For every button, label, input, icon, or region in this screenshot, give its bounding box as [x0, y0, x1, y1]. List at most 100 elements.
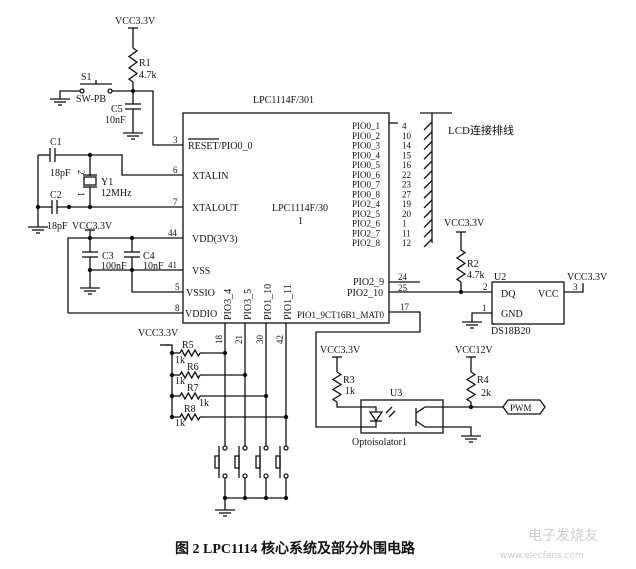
resistor-symbol [455, 249, 467, 283]
pin-num: 21 [234, 335, 244, 344]
pin-num: 30 [255, 335, 265, 345]
connector-hatch [423, 199, 433, 209]
push-button-icon [255, 455, 261, 469]
pin-pio2-7: PIO2_7 [352, 228, 381, 238]
pin-xtalout: XTALOUT [192, 203, 238, 214]
pin-num: 4 [402, 121, 407, 131]
pin-num: 24 [398, 272, 408, 282]
pin-pio0-1: PIO0_1 [352, 121, 380, 131]
switch-contact [283, 473, 289, 479]
r4-ref: R4 [477, 375, 489, 386]
connector-hatch [423, 150, 433, 160]
r3-value: 1k [345, 386, 355, 397]
switch-contact [222, 445, 228, 451]
vcc-label: VCC3.3V [567, 272, 608, 283]
switch-contact [242, 473, 248, 479]
connector-hatch [423, 219, 433, 228]
r1-value: 4.7k [139, 70, 157, 81]
vcc-label: VCC3.3V [444, 218, 485, 229]
pin-pio0-8: PIO0_8 [352, 189, 381, 199]
connector-hatch [423, 160, 433, 170]
pin-pio0-5: PIO0_5 [352, 160, 381, 170]
resistor-symbol [465, 371, 477, 403]
pin-num: 1 [482, 303, 487, 313]
y1-value: 12MHz [101, 188, 132, 199]
r8-ref: R8 [184, 404, 196, 415]
r7-value: 1k [199, 398, 209, 409]
u3-ref: U3 [390, 388, 402, 399]
figure-caption: 图 2 LPC1114 核心系统及部分外围电路 [175, 540, 416, 557]
pin-num: 18 [214, 335, 224, 345]
c4-ref: C4 [143, 251, 155, 262]
junction-dot [35, 204, 41, 210]
light-arrow-icon [388, 410, 396, 418]
junction-dot [242, 372, 248, 378]
pin-num: 5 [175, 282, 180, 292]
switch-contact [242, 445, 248, 451]
lcd-connector-label: LCD连接排线 [448, 123, 514, 137]
junction-dot [129, 267, 135, 273]
pin-num: 27 [402, 189, 412, 199]
pin-num: 22 [402, 170, 411, 180]
wire [133, 90, 183, 146]
c3-ref: C3 [102, 251, 114, 262]
resistor-symbol [127, 47, 139, 83]
c4-value: 10nF [143, 261, 164, 272]
u2-ref: U2 [494, 272, 506, 283]
mcu-body [182, 112, 390, 324]
r7-ref: R7 [187, 383, 199, 394]
pin-pio1-10: PIO1_10 [263, 284, 274, 320]
junction-dot [87, 267, 93, 273]
pin-pio3-5: PIO3_5 [243, 289, 254, 320]
c2-value: 18pF [47, 221, 68, 232]
pin-vss: VSS [192, 266, 210, 277]
y1-ref: Y1 [101, 177, 113, 188]
pin-pio2-8: PIO2_8 [352, 238, 381, 248]
c5-value: 10nF [105, 115, 126, 126]
connector-hatch [423, 189, 433, 199]
junction-dot [169, 372, 175, 378]
pin-vssio: VSSIO [186, 288, 215, 299]
watermark-url: www.elecfans.com [500, 551, 584, 561]
connector-hatch [423, 209, 433, 219]
wire [59, 90, 80, 99]
r6-value: 1k [175, 376, 185, 387]
mcu-center-label-2: 1 [298, 216, 303, 227]
pin-num: 8 [175, 303, 180, 313]
mcu-center-label: LPC1114F/30 [272, 203, 328, 214]
vcc12-label: VCC12V [455, 345, 494, 356]
mcu-title: LPC1114F/301 [253, 95, 314, 106]
pin-num: 7 [173, 197, 178, 207]
pin-num: 14 [402, 141, 412, 151]
pin-pio0-7: PIO0_7 [352, 180, 381, 190]
wire [67, 237, 183, 313]
resistor-symbol [179, 348, 201, 358]
r2-value: 4.7k [467, 270, 485, 281]
ds18b20-body [491, 281, 565, 325]
push-button-icon [234, 455, 240, 469]
r3-ref: R3 [343, 375, 355, 386]
junction-dot [169, 350, 175, 356]
junction-dot [66, 204, 72, 210]
vcc-label: VCC3.3V [320, 345, 361, 356]
resistor-symbol [179, 370, 201, 380]
junction-dot [87, 152, 93, 158]
pin-pio1-9: PIO1_9CT16B1_MAT0 [297, 310, 385, 320]
junction-dot [169, 414, 175, 420]
wire [315, 311, 421, 428]
pin-num: 3 [173, 135, 178, 145]
junction-dot [468, 404, 474, 410]
wire [336, 402, 377, 412]
crystal-icon [83, 176, 97, 186]
r2-ref: R2 [467, 259, 479, 270]
vcc-label: VCC3.3V [138, 328, 179, 339]
pin-vdd: VDD(3V3) [192, 234, 238, 245]
pin-pio1-11: PIO1_11 [283, 284, 294, 320]
u2-part: DS18B20 [491, 326, 530, 337]
switch-contact [263, 473, 269, 479]
pin-num: 12 [402, 238, 411, 248]
pin-pio3-4: PIO3_4 [223, 289, 234, 320]
pin-num: 20 [402, 209, 412, 219]
junction-dot [222, 495, 228, 501]
